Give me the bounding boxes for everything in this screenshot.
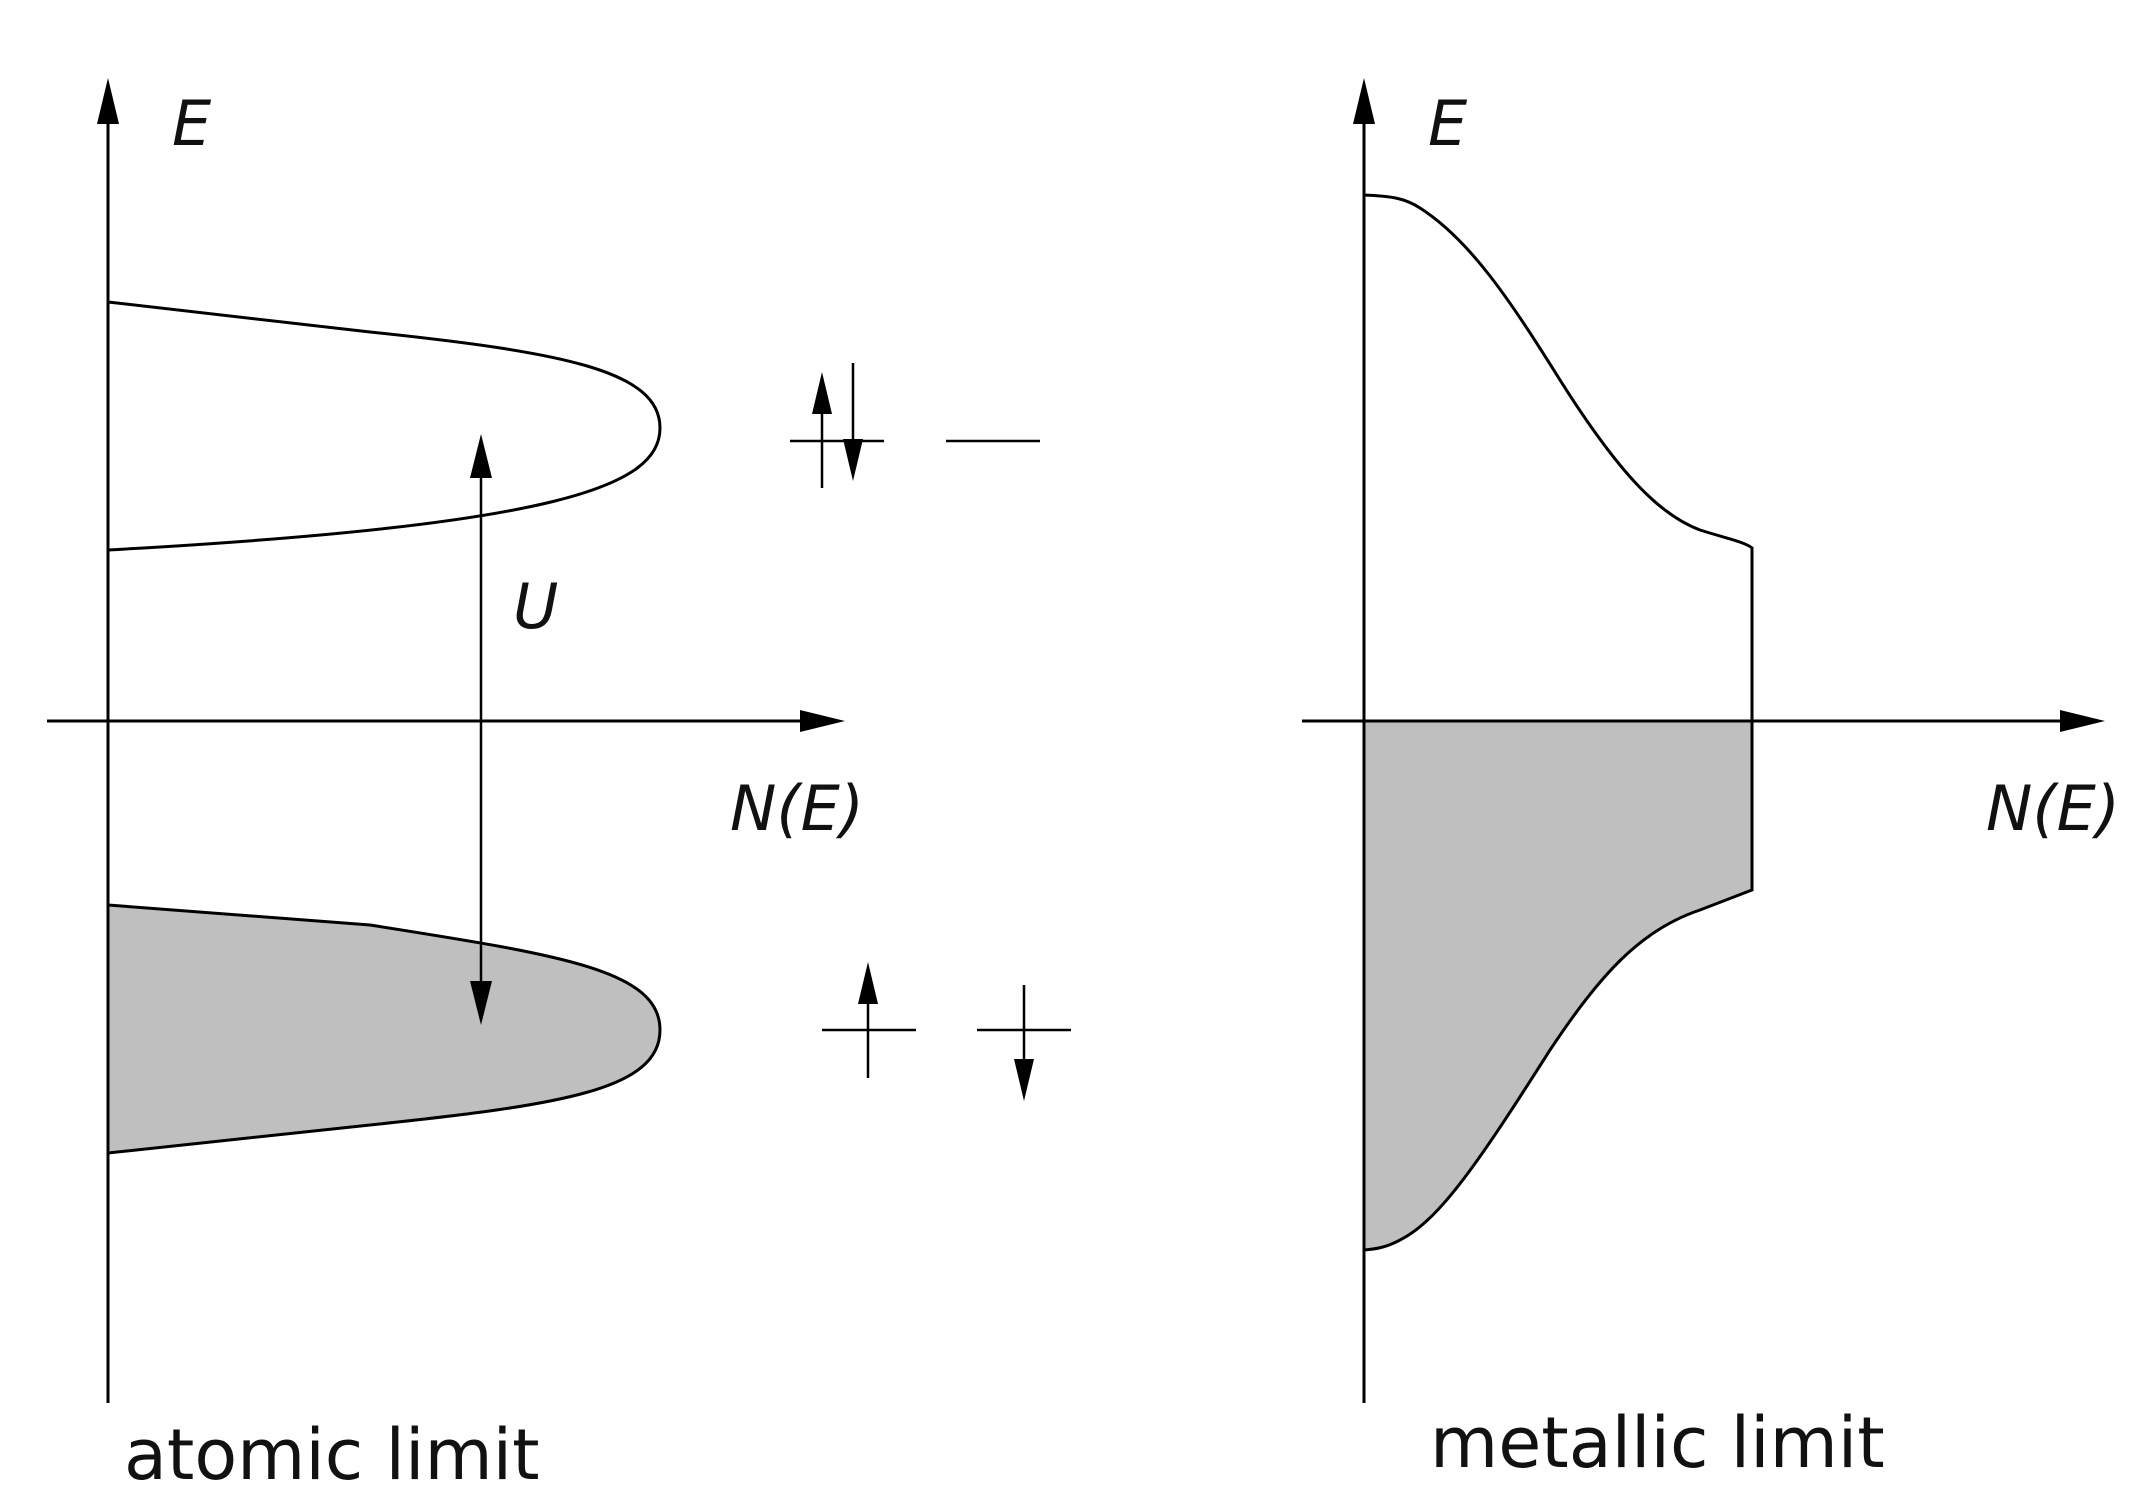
energy-axis-arrowhead [97,78,119,124]
spin-up-arrow-icon [812,372,832,414]
u-arrow-top-head [470,434,492,478]
spin-down-arrow-icon [843,439,863,481]
metallic-limit-caption: metallic limit [1430,1402,1885,1484]
atomic-dos-axis-label: N(E) [730,772,864,845]
atomic-limit-caption: atomic limit [124,1414,540,1496]
metallic-limit-panel: E N(E) metallic limit [1302,78,2120,1484]
metallic-dos-axis-arrowhead [2060,710,2105,732]
doubly-occupied-level [790,363,1040,488]
occupied-states [1362,719,1754,1252]
spin-down-arrow-icon [1014,1059,1034,1101]
atomic-energy-axis-label: E [172,87,212,160]
atomic-limit-panel: E N(E) U atomic limit [47,78,1071,1496]
dos-axis-arrowhead [800,710,845,732]
u-arrow-bottom-head [470,981,492,1025]
metallic-energy-axis-label: E [1428,87,1468,160]
metallic-dos-axis-label: N(E) [1986,772,2120,845]
empty-states-outline [1363,193,1754,721]
spin-up-arrow-icon [858,962,878,1004]
hubbard-u-label: U [513,570,558,643]
upper-hubbard-band [107,300,662,552]
singly-occupied-levels [822,962,1071,1101]
lower-hubbard-band [106,903,662,1155]
metallic-energy-axis-arrowhead [1353,78,1375,124]
